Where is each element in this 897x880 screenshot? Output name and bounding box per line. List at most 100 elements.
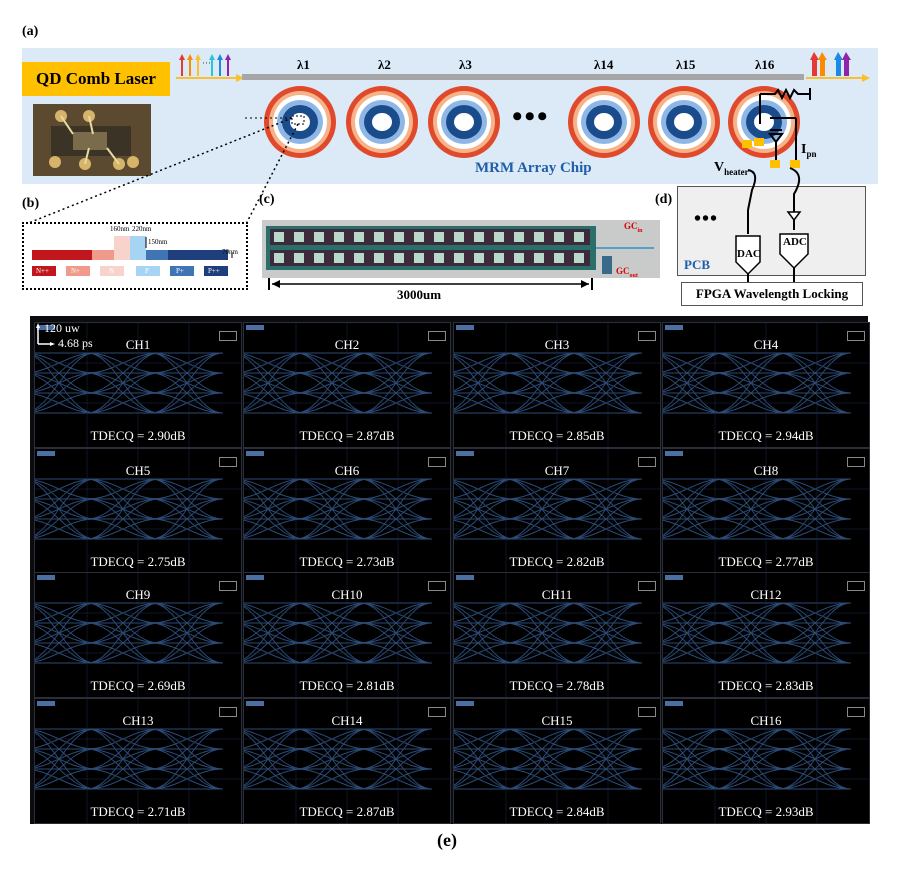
eye-traces bbox=[454, 449, 660, 573]
label-c: (c) bbox=[259, 192, 275, 207]
channel-name: CH9 bbox=[125, 587, 151, 602]
dac-label: DAC bbox=[737, 248, 761, 260]
eye-traces bbox=[35, 323, 241, 447]
scope-toolbar-icon bbox=[37, 325, 55, 330]
tdecq-value: TDECQ = 2.94dB bbox=[718, 428, 814, 443]
scope-toolbar-icon bbox=[246, 575, 264, 580]
scope-tag-icon bbox=[428, 581, 446, 591]
gc-in-label: GCin bbox=[624, 221, 643, 234]
eye-traces bbox=[35, 699, 241, 823]
lambda-2: λ2 bbox=[378, 57, 391, 72]
bus-waveguide bbox=[242, 74, 804, 80]
doping-npp: N++ bbox=[36, 267, 49, 275]
channel-name: CH7 bbox=[544, 463, 570, 478]
scope-toolbar-icon bbox=[37, 701, 55, 706]
dim-70nm: 70nm bbox=[222, 248, 238, 256]
length-scale-arrow bbox=[268, 278, 593, 290]
label-a: (a) bbox=[22, 24, 39, 39]
doping-np: N+ bbox=[71, 267, 81, 275]
scope-tag-icon bbox=[638, 581, 656, 591]
scope-tag-icon bbox=[847, 457, 865, 467]
channel-name: CH3 bbox=[544, 337, 570, 352]
eye-diagram-ch8: CH8 TDECQ = 2.77dB bbox=[662, 448, 870, 574]
channel-name: CH10 bbox=[331, 587, 363, 602]
scope-toolbar-icon bbox=[665, 451, 683, 456]
mrm-array-chip-title: MRM Array Chip bbox=[475, 160, 592, 176]
label-b: (b) bbox=[22, 196, 40, 211]
scope-tag-icon bbox=[638, 457, 656, 467]
label-e: (e) bbox=[437, 830, 457, 850]
channel-name: CH16 bbox=[750, 713, 782, 728]
laser-title: QD Comb Laser bbox=[22, 62, 170, 96]
lambda-3: λ3 bbox=[459, 57, 472, 72]
eye-diagram-ch13: CH13 TDECQ = 2.71dB bbox=[34, 698, 242, 824]
scale-y-label: 120 uw bbox=[44, 321, 80, 335]
eye-traces bbox=[244, 323, 450, 447]
tdecq-value: TDECQ = 2.71dB bbox=[90, 804, 186, 819]
scope-tag-icon bbox=[219, 331, 237, 341]
scope-tag-icon bbox=[219, 457, 237, 467]
eye-traces bbox=[244, 699, 450, 823]
eye-traces bbox=[454, 573, 660, 697]
eye-diagram-ch2: CH2 TDECQ = 2.87dB bbox=[243, 322, 451, 448]
channel-name: CH15 bbox=[541, 713, 573, 728]
scope-tag-icon bbox=[428, 707, 446, 717]
doping-n: N bbox=[109, 267, 115, 275]
eye-diagram-ch16: CH16 TDECQ = 2.93dB bbox=[662, 698, 870, 824]
tdecq-value: TDECQ = 2.87dB bbox=[299, 428, 395, 443]
channel-name: CH11 bbox=[541, 587, 573, 602]
scope-toolbar-icon bbox=[665, 575, 683, 580]
v-heater-label: Vheater bbox=[714, 160, 749, 177]
eye-diagram-ch6: CH6 TDECQ = 2.73dB bbox=[243, 448, 451, 574]
pcb-label: PCB bbox=[684, 257, 710, 272]
tdecq-value: TDECQ = 2.85dB bbox=[509, 428, 605, 443]
scope-tag-icon bbox=[219, 707, 237, 717]
lambda-16: λ16 bbox=[755, 57, 775, 72]
lambda-1: λ1 bbox=[297, 57, 310, 72]
adc-label: ADC bbox=[783, 236, 807, 248]
pcb-panel bbox=[677, 186, 866, 276]
dim-150nm: 150nm bbox=[148, 238, 168, 246]
eye-diagram-ch1: CH1 TDECQ = 2.90dB bbox=[34, 322, 242, 448]
tdecq-value: TDECQ = 2.82dB bbox=[509, 554, 605, 569]
fpga-wavelength-locking: FPGA Wavelength Locking bbox=[681, 282, 863, 306]
tdecq-value: TDECQ = 2.93dB bbox=[718, 804, 814, 819]
tdecq-value: TDECQ = 2.83dB bbox=[718, 678, 814, 693]
tdecq-value: TDECQ = 2.73dB bbox=[299, 554, 395, 569]
scale-arrows bbox=[36, 323, 55, 346]
eye-traces bbox=[35, 573, 241, 697]
pcb-circuit bbox=[735, 167, 809, 282]
eye-diagram-ch11: CH11 TDECQ = 2.78dB bbox=[453, 572, 661, 698]
eye-traces bbox=[663, 699, 869, 823]
scope-toolbar-icon bbox=[456, 451, 474, 456]
channel-name: CH1 bbox=[125, 337, 151, 352]
eye-traces bbox=[663, 449, 869, 573]
doping-p: P bbox=[145, 267, 149, 275]
chip-micrograph bbox=[262, 220, 660, 278]
lambda-14: λ14 bbox=[594, 57, 614, 72]
gc-out-label: GCout bbox=[616, 266, 638, 279]
scope-toolbar-icon bbox=[665, 325, 683, 330]
scope-tag-icon bbox=[428, 457, 446, 467]
pcb-ellipsis: ••• bbox=[694, 208, 719, 230]
lambda-15: λ15 bbox=[676, 57, 696, 72]
scope-toolbar-icon bbox=[246, 325, 264, 330]
tdecq-value: TDECQ = 2.81dB bbox=[299, 678, 395, 693]
scope-toolbar-icon bbox=[665, 701, 683, 706]
eye-traces bbox=[663, 323, 869, 447]
channel-name: CH8 bbox=[753, 463, 779, 478]
eye-diagram-ch12: CH12 TDECQ = 2.83dB bbox=[662, 572, 870, 698]
scope-toolbar-icon bbox=[37, 451, 55, 456]
laser-chip-photo bbox=[33, 104, 151, 176]
channel-name: CH5 bbox=[125, 463, 151, 478]
eye-traces bbox=[244, 449, 450, 573]
scope-toolbar-icon bbox=[246, 451, 264, 456]
scope-toolbar-icon bbox=[456, 575, 474, 580]
eye-diagram-ch3: CH3 TDECQ = 2.85dB bbox=[453, 322, 661, 448]
eye-diagram-ch14: CH14 TDECQ = 2.87dB bbox=[243, 698, 451, 824]
channel-name: CH14 bbox=[331, 713, 363, 728]
tdecq-value: TDECQ = 2.84dB bbox=[509, 804, 605, 819]
eye-traces bbox=[454, 323, 660, 447]
scale-x-label: 4.68 ps bbox=[58, 336, 93, 350]
scope-tag-icon bbox=[638, 331, 656, 341]
